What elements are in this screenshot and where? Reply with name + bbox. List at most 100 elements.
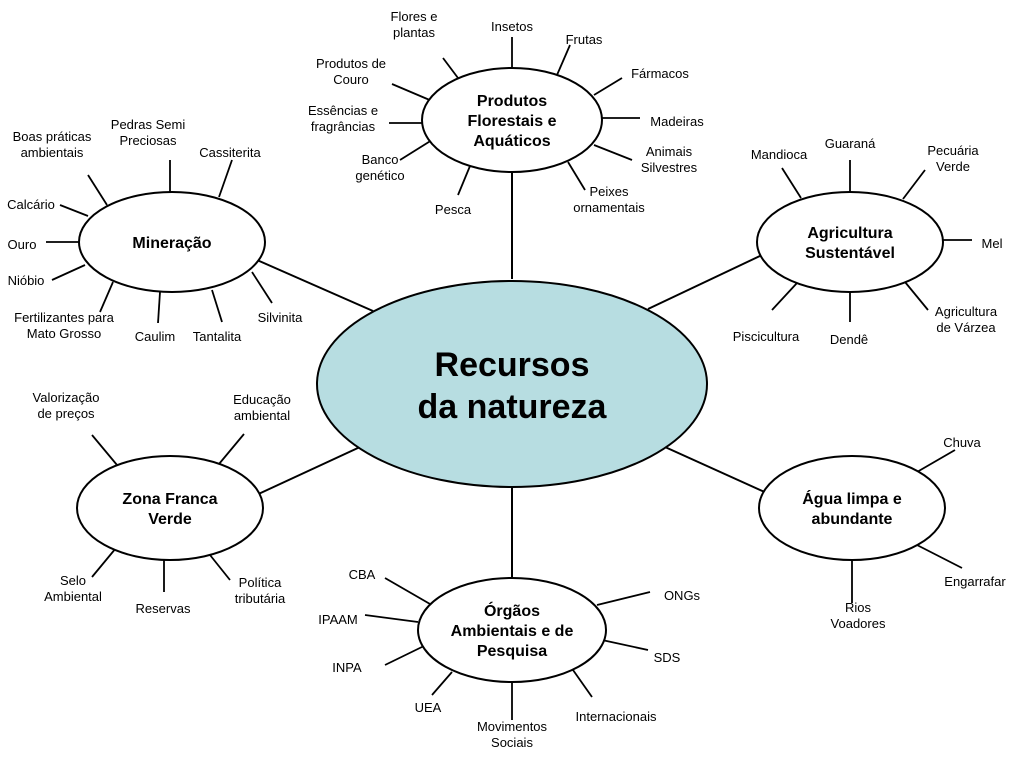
connector-zona (251, 446, 361, 498)
leaf-label-line: Cassiterita (199, 145, 261, 160)
spoke-mineracao-7 (157, 291, 161, 324)
leaf-label-line: Boas práticas (13, 129, 92, 144)
leaf-label-line: Couro (333, 72, 368, 87)
leaf-label-line: Madeiras (650, 114, 704, 129)
spoke-mineracao-6 (99, 281, 114, 313)
leaf-label-line: Selo (60, 573, 86, 588)
leaf-label-line: Ambiental (44, 589, 102, 604)
hub-ellipse-mineracao (78, 191, 266, 293)
leaf-label: INPA (332, 660, 362, 675)
leaf-label: Insetos (491, 19, 533, 34)
spoke-produtos-6 (567, 161, 586, 191)
leaf-label-line: Valorização (33, 390, 100, 405)
leaf-label-line: Pecuária (927, 143, 979, 158)
leaf-label-line: Fertilizantes para (14, 310, 114, 325)
leaf-label: SDS (654, 650, 681, 665)
leaf-label-line: SDS (654, 650, 681, 665)
hub-ellipse-agricultura (756, 191, 944, 293)
center-ellipse (316, 280, 708, 488)
leaf-label-line: Mato Grosso (27, 326, 101, 341)
leaf-label: Fármacos (631, 66, 689, 81)
leaf-label-line: Animais (646, 144, 693, 159)
leaf-label-line: Voadores (831, 616, 886, 631)
leaf-label-line: Verde (936, 159, 970, 174)
leaf-label-line: de Várzea (936, 320, 996, 335)
leaf-label-line: Agricultura (935, 304, 998, 319)
leaf-label-line: Chuva (943, 435, 981, 450)
spoke-zona-4 (209, 554, 231, 581)
leaf-label-line: Internacionais (576, 709, 657, 724)
leaf-label-line: Produtos de (316, 56, 386, 71)
spoke-zona-2 (91, 547, 117, 578)
leaf-label-line: genético (355, 168, 404, 183)
spoke-agricultura-4 (904, 281, 929, 311)
leaf-label-line: Preciosas (119, 133, 177, 148)
hub-ellipse-zona (76, 455, 264, 561)
spoke-mineracao-0 (87, 174, 108, 206)
leaf-label: Frutas (566, 32, 603, 47)
leaf-label: Cassiterita (199, 145, 261, 160)
spoke-mineracao-8 (211, 289, 223, 323)
leaf-label-line: Peixes (589, 184, 629, 199)
leaf-label-line: Pedras Semi (111, 117, 186, 132)
leaf-label-line: Reservas (136, 601, 191, 616)
hub-label-mineracao-line: Mineração (132, 235, 211, 252)
leaf-label-line: Insetos (491, 19, 533, 34)
hub-label-produtos-line: Aquáticos (473, 133, 550, 150)
leaf-label-line: Essências e (308, 103, 378, 118)
spoke-produtos-7 (457, 165, 471, 196)
leaf-label-line: plantas (393, 25, 435, 40)
hub-label-agricultura-line: Agricultura (807, 225, 892, 242)
spoke-orgaos-6 (601, 639, 649, 651)
hub-label-orgaos-line: Ambientais e de (451, 623, 574, 640)
leaf-label-line: Política (239, 575, 282, 590)
leaf-label-line: Dendê (830, 332, 868, 347)
spoke-agricultura-6 (771, 282, 798, 311)
leaf-label: Mel (982, 236, 1003, 251)
spoke-zona-1 (218, 433, 245, 465)
spoke-agua-0 (916, 449, 956, 473)
leaf-label-line: CBA (349, 567, 376, 582)
leaf-label-line: Engarrafar (944, 574, 1006, 589)
leaf-label: Guaraná (825, 136, 876, 151)
leaf-label-line: Silvestres (641, 160, 698, 175)
spoke-produtos-3 (593, 77, 623, 96)
center-title-line: da natureza (418, 388, 608, 426)
spoke-orgaos-0 (384, 577, 431, 605)
leaf-label-line: UEA (415, 700, 442, 715)
hub-label-orgaos-line: Pesquisa (477, 643, 547, 660)
spoke-orgaos-5 (572, 669, 593, 698)
leaf-label-line: Movimentos (477, 719, 548, 734)
leaf-label-line: Rios (845, 600, 872, 615)
leaf-label-line: Nióbio (8, 273, 45, 288)
leaf-label: Pesca (435, 202, 472, 217)
spoke-agricultura-2 (902, 169, 926, 200)
leaf-label: Nióbio (8, 273, 45, 288)
hub-ellipse-agua (758, 455, 946, 561)
connector-agua (664, 446, 770, 495)
leaf-label-line: ONGs (664, 588, 701, 603)
spoke-orgaos-7 (596, 591, 651, 606)
spoke-mineracao-3 (59, 204, 89, 217)
leaf-label-line: Frutas (566, 32, 603, 47)
spoke-orgaos-3 (431, 671, 453, 696)
spoke-agricultura-0 (781, 167, 802, 199)
